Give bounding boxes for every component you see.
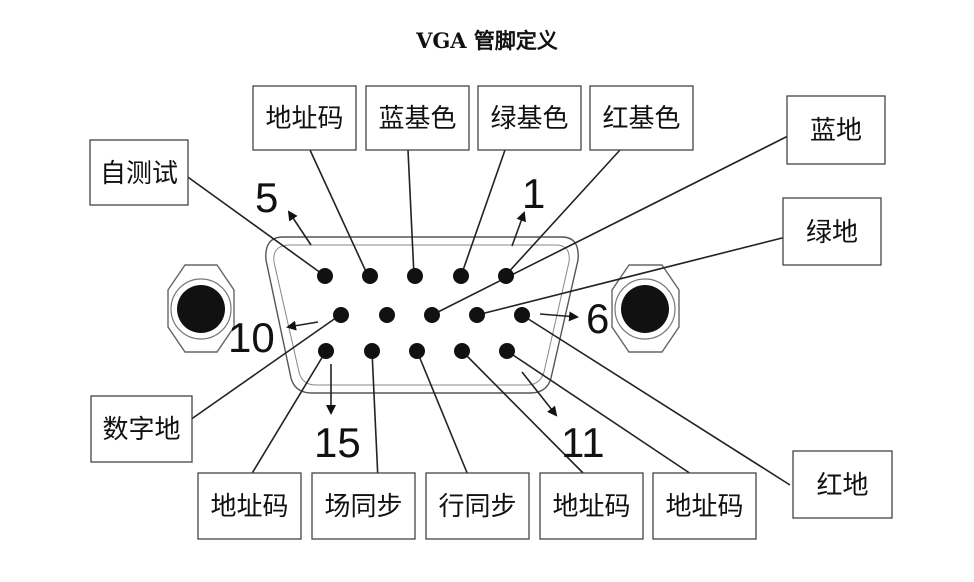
label-blue-base: 蓝基色 xyxy=(365,85,470,151)
label-red-ground-text: 红地 xyxy=(816,471,868,501)
label-red-base: 红基色 xyxy=(589,85,694,151)
label-bottom-address-3-text: 地址码 xyxy=(665,492,743,522)
pin-5 xyxy=(317,268,333,284)
pin-9 xyxy=(379,307,395,323)
pins xyxy=(317,268,530,359)
label-bottom-address-2-text: 地址码 xyxy=(552,492,630,522)
label-bottom-address-2: 地址码 xyxy=(539,472,644,540)
label-red-base-text: 红基色 xyxy=(602,104,680,134)
label-blue-ground: 蓝地 xyxy=(786,95,886,165)
label-green-ground: 绿地 xyxy=(782,197,882,266)
arrow-pin-1 xyxy=(511,211,526,247)
pin-number-15: 15 xyxy=(314,419,361,466)
label-bottom-address-3: 地址码 xyxy=(652,472,757,540)
pin-numbers: 5 1 10 6 15 11 xyxy=(228,170,609,466)
pin-3 xyxy=(407,268,423,284)
arrow-pin-10 xyxy=(286,320,319,331)
leader-lines xyxy=(184,134,791,486)
label-green-base-text: 绿基色 xyxy=(490,104,568,134)
label-bottom-address-1: 地址码 xyxy=(197,472,302,540)
label-hsync-text: 行同步 xyxy=(438,492,516,522)
label-blue-ground-text: 蓝地 xyxy=(810,116,862,146)
label-digital-ground-text: 数字地 xyxy=(102,415,180,445)
arrow-pin-11 xyxy=(521,371,558,417)
left-screw xyxy=(167,264,235,353)
pin-8 xyxy=(424,307,440,323)
arrow-pin-5 xyxy=(287,210,312,246)
right-screw xyxy=(611,264,680,353)
pin-15 xyxy=(318,343,334,359)
pin-13 xyxy=(409,343,425,359)
pin-number-1: 1 xyxy=(522,170,545,217)
pin-number-10: 10 xyxy=(228,314,275,361)
pin-4 xyxy=(362,268,378,284)
pin-number-6: 6 xyxy=(586,295,609,342)
pin-11 xyxy=(499,343,515,359)
label-self-test: 自测试 xyxy=(89,139,189,206)
label-bottom-address-1-text: 地址码 xyxy=(210,492,288,522)
label-vsync: 场同步 xyxy=(311,472,416,540)
pin-12 xyxy=(454,343,470,359)
pin-number-5: 5 xyxy=(255,174,278,221)
pin-number-arrows xyxy=(286,210,579,417)
diagram-title: VGA 管脚定义 xyxy=(415,28,558,53)
pin-14 xyxy=(364,343,380,359)
pin-10 xyxy=(333,307,349,323)
label-self-test-text: 自测试 xyxy=(100,159,178,189)
pin-6 xyxy=(514,307,530,323)
label-vsync-text: 场同步 xyxy=(324,492,402,522)
label-green-base: 绿基色 xyxy=(477,85,582,151)
pin-2 xyxy=(453,268,469,284)
label-top-address-text: 地址码 xyxy=(265,104,343,134)
pin-number-11: 11 xyxy=(561,419,605,466)
label-digital-ground: 数字地 xyxy=(90,395,193,463)
pin-7 xyxy=(469,307,485,323)
connector-shell xyxy=(265,236,579,394)
label-blue-base-text: 蓝基色 xyxy=(378,104,456,134)
label-hsync: 行同步 xyxy=(425,472,530,540)
label-top-address: 地址码 xyxy=(252,85,357,151)
label-red-ground: 红地 xyxy=(792,450,893,519)
arrow-pin-6 xyxy=(539,311,579,322)
pin-1 xyxy=(498,268,514,284)
label-green-ground-text: 绿地 xyxy=(806,218,858,248)
label-boxes: 自测试 地址码 蓝基色 绿基色 红基色 蓝地 绿地 数字地 xyxy=(89,85,893,540)
